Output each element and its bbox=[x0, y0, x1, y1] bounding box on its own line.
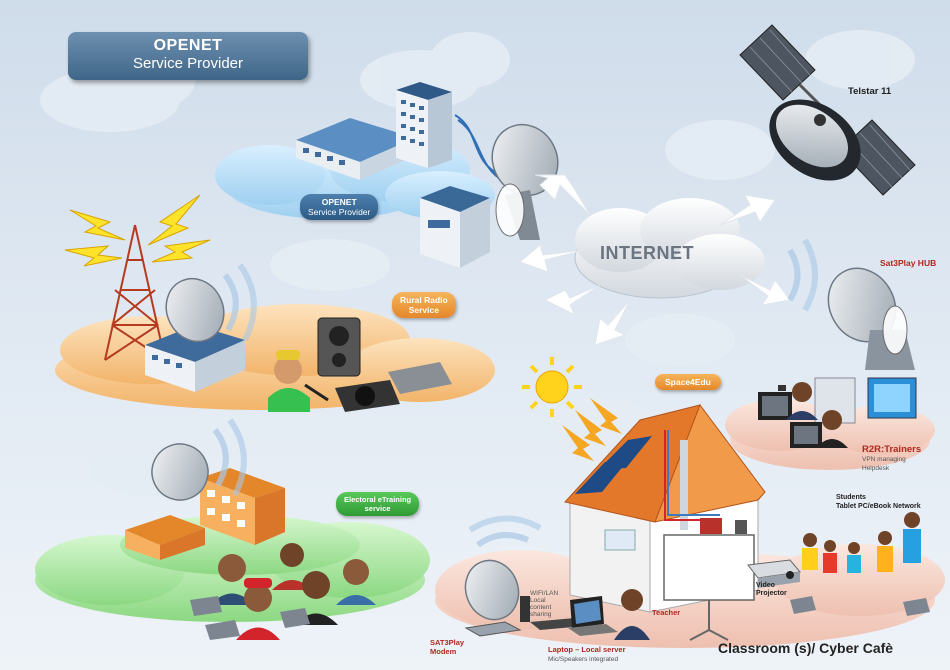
rural-radio-pill: Rural Radio Service bbox=[392, 292, 456, 318]
radio-station bbox=[145, 263, 257, 392]
local-dish-modem bbox=[464, 515, 585, 637]
video-projector-label: Video Projector bbox=[756, 582, 787, 598]
modem-line-2: Modem bbox=[430, 647, 457, 656]
etraining-pill: Electoral eTraining service bbox=[336, 492, 420, 516]
vpn-managing-label: VPN managing bbox=[862, 456, 906, 463]
title-line-1: OPENET bbox=[153, 37, 223, 54]
telstar-label: Telstar 11 bbox=[848, 86, 892, 97]
openet-buildings bbox=[296, 82, 559, 268]
etraining-people bbox=[190, 543, 376, 640]
sat3play-hub-label: Sat3Play HUB bbox=[880, 258, 937, 268]
mic-speakers-label: Mic/Speakers integrated bbox=[548, 656, 619, 663]
wifi-line-1: WIFI/LAN bbox=[530, 590, 559, 597]
internet-label: INTERNET bbox=[600, 243, 694, 263]
etraining-building bbox=[125, 418, 285, 560]
etraining-line-2: service bbox=[364, 504, 391, 513]
r2r-workstations bbox=[758, 377, 917, 448]
lightning-bolts bbox=[64, 194, 211, 267]
sun bbox=[522, 357, 622, 461]
sat3play-hub-dish bbox=[787, 238, 915, 370]
wifi-line-3: content bbox=[530, 604, 552, 611]
rural-radio-line-1: Rural Radio bbox=[400, 295, 448, 305]
etraining-line-1: Electoral eTraining bbox=[344, 495, 412, 504]
space4edu-pill: Space4Edu bbox=[655, 374, 721, 390]
wifi-line-4: sharing bbox=[530, 611, 552, 618]
laptop-server-label: Laptop – Local server bbox=[548, 645, 626, 654]
r2r-trainers-label: R2R:Trainers bbox=[862, 444, 922, 455]
dj-equipment bbox=[268, 317, 452, 412]
video-projector bbox=[747, 559, 801, 588]
teacher-label: Teacher bbox=[652, 608, 681, 617]
openet-pill-line-2: Service Provider bbox=[308, 207, 371, 217]
modem-line-1: SAT3Play bbox=[430, 638, 465, 647]
sat3play-modem-label: SAT3Play Modem bbox=[430, 638, 464, 656]
openet-title-box: OPENET Service Provider bbox=[68, 32, 308, 80]
students-label: Students bbox=[836, 494, 866, 501]
laptop-teacher bbox=[568, 589, 650, 640]
telstar-satellite bbox=[739, 24, 916, 196]
wifi-line-2: Local bbox=[530, 597, 546, 604]
projector-line-1: Video bbox=[756, 582, 775, 589]
openet-service-pill: OPENET Service Provider bbox=[300, 194, 379, 220]
title-line-2: Service Provider bbox=[132, 55, 244, 72]
rural-radio-line-2: Service bbox=[408, 305, 439, 315]
projector-line-2: Projector bbox=[756, 590, 787, 597]
openet-pill-line-1: OPENET bbox=[321, 197, 357, 207]
students bbox=[790, 512, 930, 616]
tablet-network-label: Tablet PC/eBook Network bbox=[836, 503, 921, 510]
classroom-cyber-cafe-label: Classroom (s)/ Cyber Cafè bbox=[718, 640, 894, 656]
wifi-lan-label: WIFI/LAN Local content sharing bbox=[530, 590, 558, 618]
internet-arrows bbox=[519, 174, 791, 346]
helpdesk-label: Helpdesk bbox=[862, 465, 890, 472]
